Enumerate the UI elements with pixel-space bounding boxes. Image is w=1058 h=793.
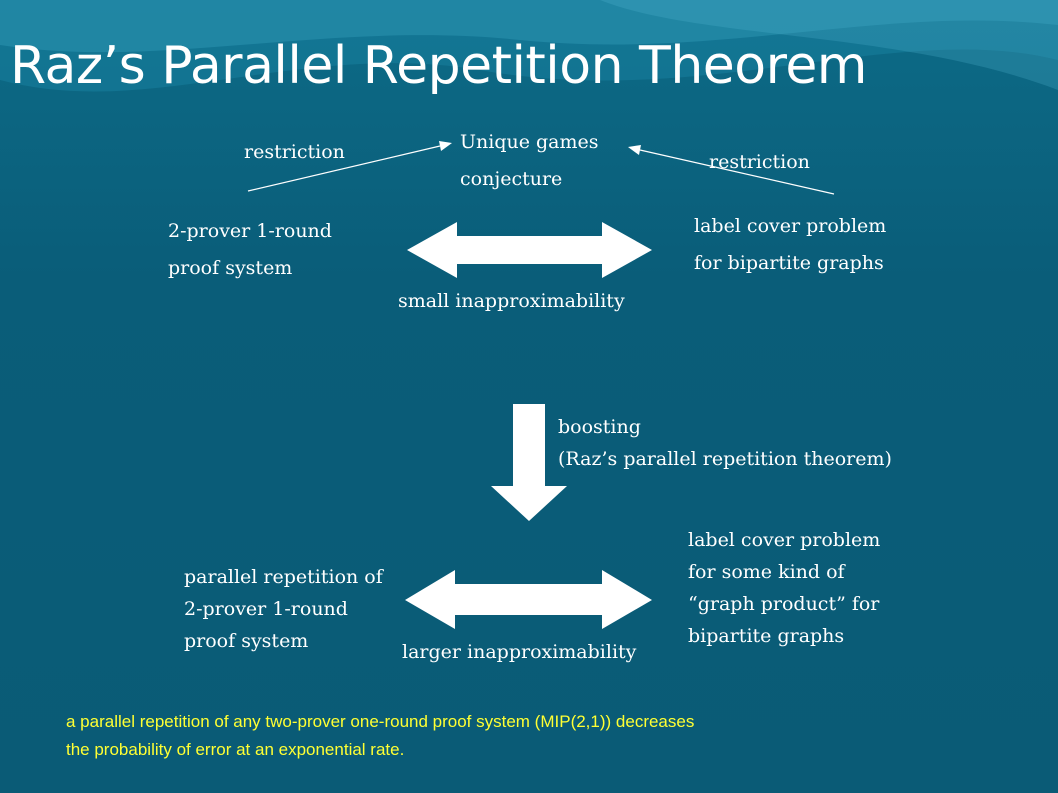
boosting-line-2: (Raz’s parallel repetition theorem) [558,448,892,470]
background-wave-decoration [0,0,1058,92]
restriction-label-right: restriction [709,151,810,173]
label-cover-top-line-2: for bipartite graphs [694,252,884,274]
label-cover-bottom-line-2: for some kind of [688,561,845,583]
restriction-label-left: restriction [244,141,345,163]
boosting-label: boosting (Raz’s parallel repetition theo… [558,411,892,475]
proof-system-top: 2-prover 1-round proof system [168,213,332,287]
label-cover-bottom-line-1: label cover problem [688,529,881,551]
slide-title: Raz’s Parallel Repetition Theorem [10,36,867,96]
unique-games-conjecture: Unique games conjecture [460,124,599,198]
label-cover-bottom-line-4: bipartite graphs [688,625,845,647]
small-inapproximability-label: small inapproximability [398,290,625,312]
proof-system-bottom-line-3: proof system [184,630,309,652]
theorem-caption: a parallel repetition of any two-prover … [66,708,694,764]
caption-line-1: a parallel repetition of any two-prover … [66,712,695,731]
proof-system-bottom: parallel repetition of 2-prover 1-round … [184,561,383,657]
proof-system-top-line-1: 2-prover 1-round [168,220,332,242]
double-arrow-bottom [405,570,652,629]
larger-inapproximability-label: larger inapproximability [402,641,637,663]
proof-system-top-line-2: proof system [168,257,293,279]
caption-line-2: the probability of error at an exponenti… [66,740,405,759]
restriction-arrow-left [247,141,452,192]
boosting-arrow-down [491,404,567,521]
double-arrow-top [407,222,652,278]
label-cover-bottom-line-3: “graph product” for [688,593,880,615]
restriction-arrow-right [628,145,835,195]
label-cover-top-line-1: label cover problem [694,215,887,237]
unique-games-line-1: Unique games [460,131,599,153]
proof-system-bottom-line-2: 2-prover 1-round [184,598,348,620]
label-cover-top: label cover problem for bipartite graphs [694,208,886,282]
proof-system-bottom-line-1: parallel repetition of [184,566,383,588]
label-cover-bottom: label cover problem for some kind of “gr… [688,524,880,652]
unique-games-line-2: conjecture [460,168,563,190]
boosting-line-1: boosting [558,416,641,438]
